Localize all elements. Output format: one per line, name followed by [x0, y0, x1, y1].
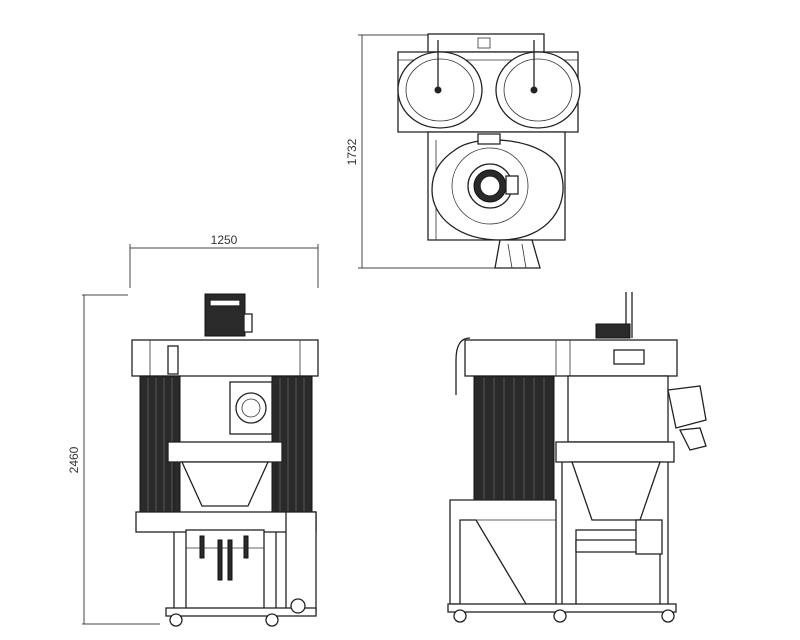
- dimension-1250-label: 1250: [211, 233, 238, 247]
- motor-side: [595, 323, 631, 339]
- outlet-cone-top: [494, 239, 541, 269]
- frame-top: [167, 441, 283, 463]
- fan-inlet-front: [229, 381, 273, 435]
- dimension-2460: 2460: [67, 294, 160, 625]
- side-view: [447, 292, 707, 623]
- top-housing-side: [464, 339, 678, 377]
- filter-drum-right: [495, 51, 581, 129]
- dimension-1250: 1250: [129, 233, 319, 288]
- dimension-1732-label: 1732: [345, 138, 359, 165]
- top-housing-front: [131, 339, 319, 377]
- inlet-port-side: [667, 385, 707, 429]
- hopper-front: [180, 461, 270, 507]
- dimension-2460-label: 2460: [67, 446, 81, 473]
- top-bracket: [427, 33, 545, 53]
- hopper-side: [571, 461, 661, 521]
- base-front: [165, 607, 317, 617]
- top-view: 1732: [345, 33, 581, 269]
- collection-drum-front: [185, 529, 265, 611]
- frame-side: [555, 441, 675, 463]
- dimension-1732: 1732: [345, 34, 495, 269]
- lower-chute: [449, 499, 557, 605]
- fan-housing-side: [567, 375, 669, 443]
- front-view: 1250 2460: [67, 233, 319, 627]
